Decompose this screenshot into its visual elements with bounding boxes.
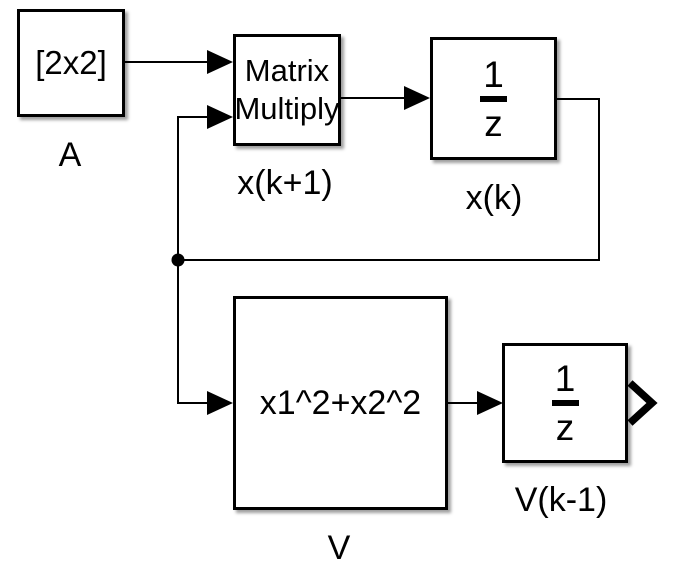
constant-block-a-label[interactable]: A: [58, 136, 82, 174]
matrix-multiply-block-label[interactable]: x(k+1): [237, 164, 333, 202]
junction-dot: [171, 253, 185, 267]
arrowhead-fcn-input: [207, 391, 233, 415]
unit-delay-x-denominator: z: [484, 102, 503, 144]
fcn-v-expression: x1^2+x2^2: [259, 383, 422, 422]
unit-delay-x-block-label[interactable]: x(k): [465, 179, 523, 217]
wire-junction-to-fcn[interactable]: [177, 260, 208, 404]
output-port-chevron-icon[interactable]: [627, 380, 658, 426]
arrowhead-multiply-input2: [207, 105, 233, 129]
unit-delay-v-block[interactable]: 1 z: [502, 343, 628, 463]
fcn-v-block[interactable]: x1^2+x2^2: [233, 296, 448, 510]
matrix-multiply-text-line2: Multiply: [234, 91, 340, 126]
arrowhead-delay-v-input: [477, 391, 503, 415]
matrix-multiply-block[interactable]: Matrix Multiply: [233, 34, 341, 146]
arrowhead-multiply-input1: [207, 50, 233, 74]
constant-block-a-text: [2x2]: [35, 44, 107, 81]
unit-delay-x-numerator: 1: [483, 53, 504, 95]
arrowhead-delay-x-input: [404, 86, 430, 110]
unit-delay-v-block-label[interactable]: V(k-1): [514, 481, 608, 519]
fraction-bar-icon: [480, 95, 507, 102]
wire-feedback[interactable]: [178, 98, 600, 261]
wire-junction-to-multiply[interactable]: [177, 116, 208, 260]
fraction-bar-icon: [551, 400, 579, 406]
constant-block-a[interactable]: [2x2]: [17, 9, 125, 117]
unit-delay-v-numerator: 1: [554, 358, 576, 399]
matrix-multiply-text-line1: Matrix: [244, 53, 330, 88]
unit-delay-v-denominator: z: [555, 407, 575, 448]
unit-delay-x-block[interactable]: 1 z: [430, 37, 557, 160]
fcn-v-block-label[interactable]: V: [327, 529, 351, 567]
